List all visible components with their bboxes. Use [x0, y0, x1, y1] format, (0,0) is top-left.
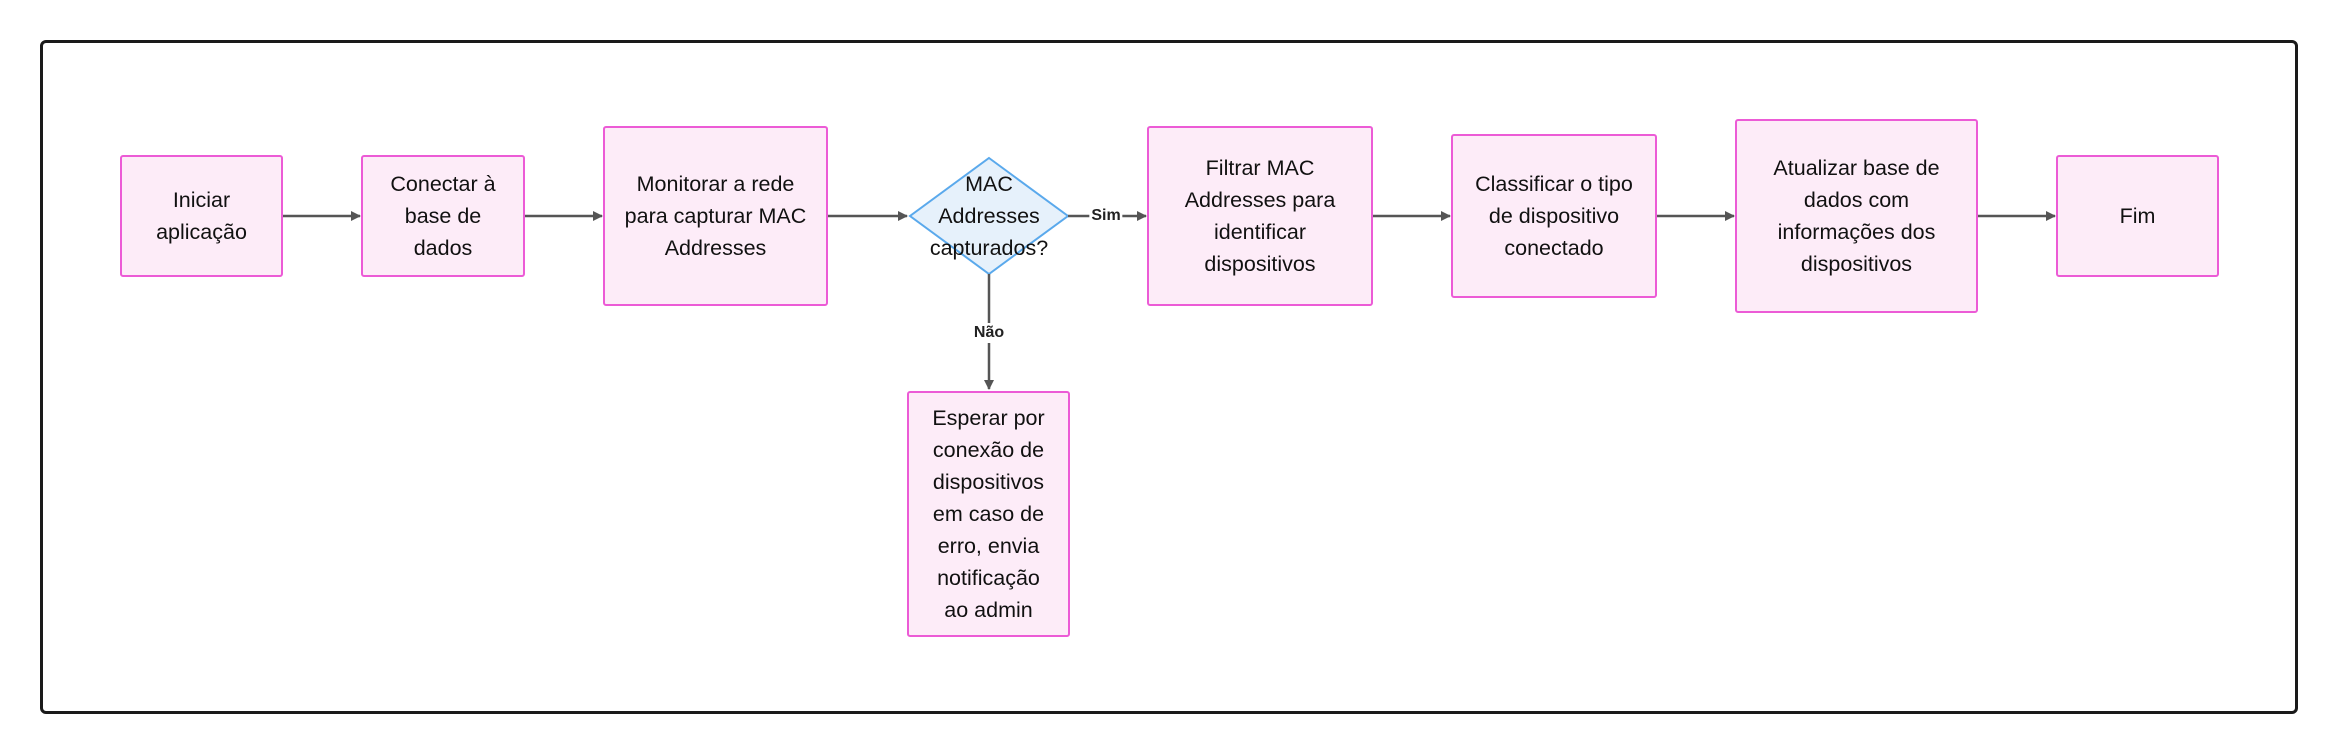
node-update-db-label: Atualizar base de dados com informações … — [1773, 156, 1940, 276]
node-wait: Esperar por conexão de dispositivos em c… — [907, 391, 1070, 637]
node-classify-label: Classificar o tipo de dispositivo conect… — [1475, 172, 1633, 260]
node-decision-label: MAC Addresses capturados? — [929, 172, 1049, 260]
node-connect-db: Conectar à base de dados — [361, 155, 525, 277]
node-filter-label: Filtrar MAC Addresses para identificar d… — [1184, 156, 1336, 276]
node-end-label: Fim — [2119, 204, 2156, 228]
edge-label-no: Não — [971, 323, 1007, 343]
node-start: Iniciar aplicação — [120, 155, 283, 277]
node-connect-db-label: Conectar à base de dados — [390, 172, 496, 260]
node-end: Fim — [2056, 155, 2219, 277]
node-monitor: Monitorar a rede para capturar MAC Addre… — [603, 126, 828, 306]
node-start-label: Iniciar aplicação — [156, 188, 247, 244]
node-classify: Classificar o tipo de dispositivo conect… — [1451, 134, 1657, 298]
node-monitor-label: Monitorar a rede para capturar MAC Addre… — [624, 172, 807, 260]
node-filter: Filtrar MAC Addresses para identificar d… — [1147, 126, 1373, 306]
node-wait-label: Esperar por conexão de dispositivos em c… — [932, 406, 1045, 622]
node-update-db: Atualizar base de dados com informações … — [1735, 119, 1978, 313]
edge-label-yes: Sim — [1089, 206, 1123, 226]
